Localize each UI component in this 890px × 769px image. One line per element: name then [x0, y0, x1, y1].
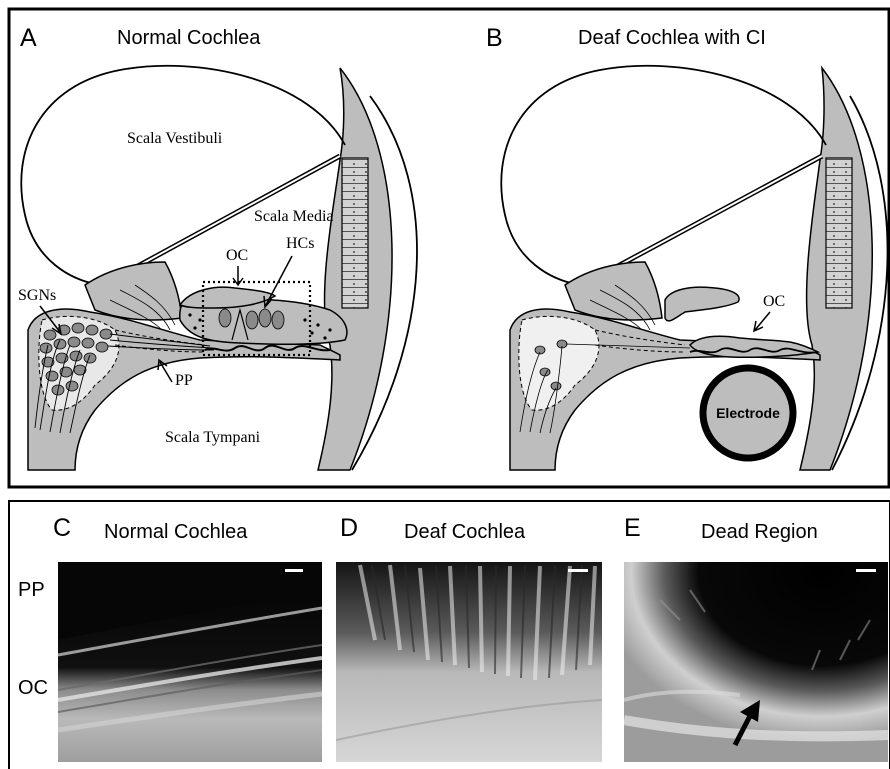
panel-e-title: Dead Region	[701, 521, 818, 543]
row-label-oc: OC	[18, 677, 48, 699]
panel-d-letter: D	[340, 514, 358, 542]
label-scala-vestibuli: Scala Vestibuli	[127, 130, 223, 147]
panel-d-title: Deaf Cochlea	[404, 521, 526, 543]
micrograph-d	[336, 562, 602, 762]
micrograph-e	[624, 562, 888, 762]
electrode-label: Electrode	[716, 405, 780, 421]
stria-vascularis-b	[826, 158, 852, 308]
panel-e-letter: E	[624, 514, 641, 542]
collapsed-oc-tm	[665, 287, 739, 321]
scala-vestibuli-wall	[21, 66, 345, 285]
panel-b-title: Deaf Cochlea with CI	[578, 27, 766, 49]
panel-b-letter: B	[486, 24, 503, 52]
panel-c-title: Normal Cochlea	[104, 521, 248, 543]
panel-a: A Normal Cochlea	[18, 24, 417, 470]
label-pp: PP	[175, 372, 193, 389]
label-hcs: HCs	[286, 235, 314, 252]
label-scala-media: Scala Media	[254, 208, 334, 225]
label-oc-b: OC	[763, 293, 785, 310]
label-sgns: SGNs	[18, 287, 56, 304]
label-oc-a: OC	[226, 247, 248, 264]
panel-a-letter: A	[20, 24, 37, 52]
micrograph-c	[58, 562, 322, 762]
stria-vascularis	[342, 158, 368, 308]
panel-b: B Deaf Cochlea with CI	[486, 24, 888, 470]
panel-c-letter: C	[53, 514, 71, 542]
scala-vestibuli-wall-b	[501, 66, 826, 285]
row-label-pp: PP	[18, 579, 45, 601]
arrow-oc-b	[754, 312, 770, 331]
panel-a-title: Normal Cochlea	[117, 27, 261, 49]
flattened-oc	[690, 336, 818, 357]
label-scala-tympani: Scala Tympani	[165, 429, 261, 446]
